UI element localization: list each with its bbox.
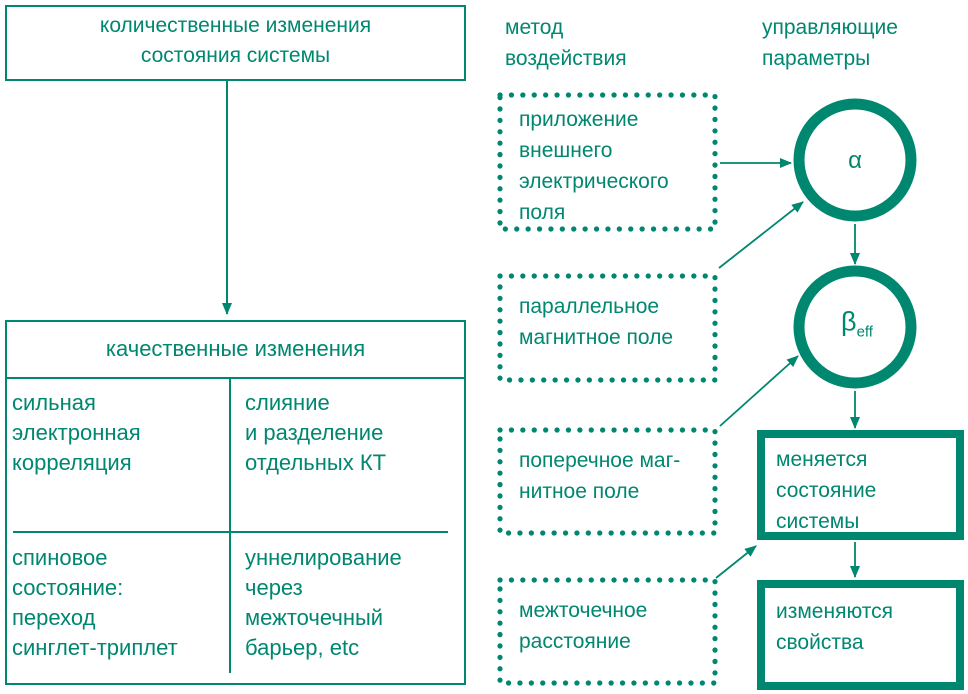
arrow-distance-to-state xyxy=(715,545,757,579)
method-parallel-field-text: параллельное магнитное поле xyxy=(519,295,674,349)
table-header-divider xyxy=(6,377,465,379)
table-cell-tunneling: уннелирование через межточечный барьер, … xyxy=(245,545,402,660)
arrow-parallel-to-alpha xyxy=(718,201,804,269)
state-changes-text: меняется состояние системы xyxy=(776,448,877,533)
method-electric-field-text: приложение внешнего электрического поля xyxy=(519,108,669,224)
table-cell-strong-correlation: сильная электронная корреляция xyxy=(12,390,141,475)
beta-eff-circle xyxy=(793,265,917,389)
alpha-circle xyxy=(793,98,917,222)
method-column-header: метод воздействия xyxy=(505,16,627,70)
quantitative-changes-box xyxy=(5,5,466,81)
alpha-label: α xyxy=(848,147,862,174)
dotted-box-electric-field xyxy=(497,92,718,232)
properties-change-text: изменяются свойства xyxy=(776,600,893,654)
method-interdot-distance-text: межточечное расстояние xyxy=(519,599,648,653)
table-vertical-divider xyxy=(229,379,231,673)
table-cell-spin-state: спиновое состояние: переход синглет-трип… xyxy=(12,545,178,660)
beta-subscript: eff xyxy=(856,323,873,341)
beta-eff-label: βeff xyxy=(841,306,873,346)
state-changes-box xyxy=(757,430,964,540)
qualitative-changes-title: качественные изменения xyxy=(105,336,366,361)
arrow-transverse-to-beta xyxy=(719,355,799,427)
table-cell-merging-splitting: слияние и разделение отдельных КТ xyxy=(245,390,387,475)
table-row-divider xyxy=(13,531,448,533)
qualitative-changes-box xyxy=(5,320,466,685)
properties-change-box xyxy=(757,580,964,690)
beta-base: β xyxy=(841,306,857,337)
method-transverse-field-text: поперечное маг- нитное поле xyxy=(519,449,681,503)
params-column-header: управляющие параметры xyxy=(762,16,898,70)
quantitative-changes-text: количественные изменения состояния систе… xyxy=(99,14,372,67)
